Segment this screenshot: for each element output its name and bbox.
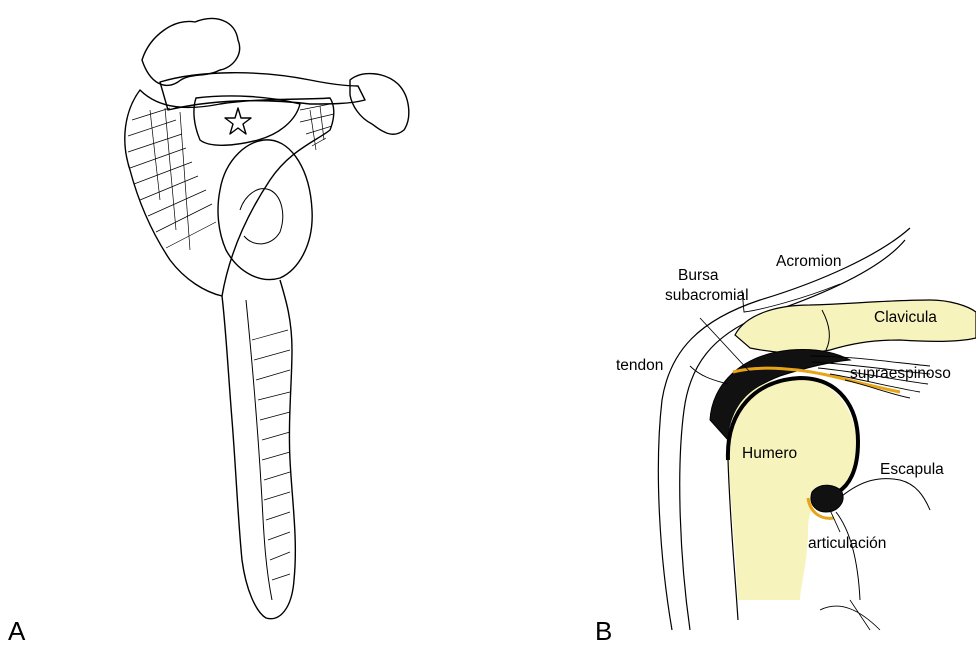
glenoid-fossa [218,140,312,280]
scapula-lower [836,512,860,600]
panel-a-scapula-drawing [125,19,409,619]
label-articulacion: articulación [808,535,886,552]
label-supraespinoso: supraespinoso [850,365,951,382]
label-bursa-line1: Bursa [678,267,719,284]
panel-b-letter: B [595,618,612,644]
star-marker-icon [225,108,251,134]
panel-b-shoulder-diagram: Acromion Bursa subacromial tendon Clavic… [616,228,976,630]
acromion-knob [350,74,409,135]
label-humero: Humero [742,445,797,462]
panel-a-letter: A [8,618,25,644]
clavicle-bar [160,73,365,110]
articulacion-leader [830,510,840,532]
glenoid-joint [811,485,843,512]
scapula-neck [842,479,930,510]
right-hatching [300,104,334,150]
label-acromion: Acromion [776,253,841,270]
bottom-detail-lines [820,600,880,630]
spine-inner-line [246,300,272,600]
tendon-leader [690,366,728,384]
glenoid-inner [240,189,283,244]
label-clavicula: Clavicula [874,309,937,326]
spine-hatching [252,330,290,580]
label-bursa-line2: subacromial [665,287,749,304]
clavicle-bone [735,300,976,353]
label-tendon: tendon [616,357,663,374]
left-hatching [128,108,216,250]
label-escapula: Escapula [880,461,944,478]
